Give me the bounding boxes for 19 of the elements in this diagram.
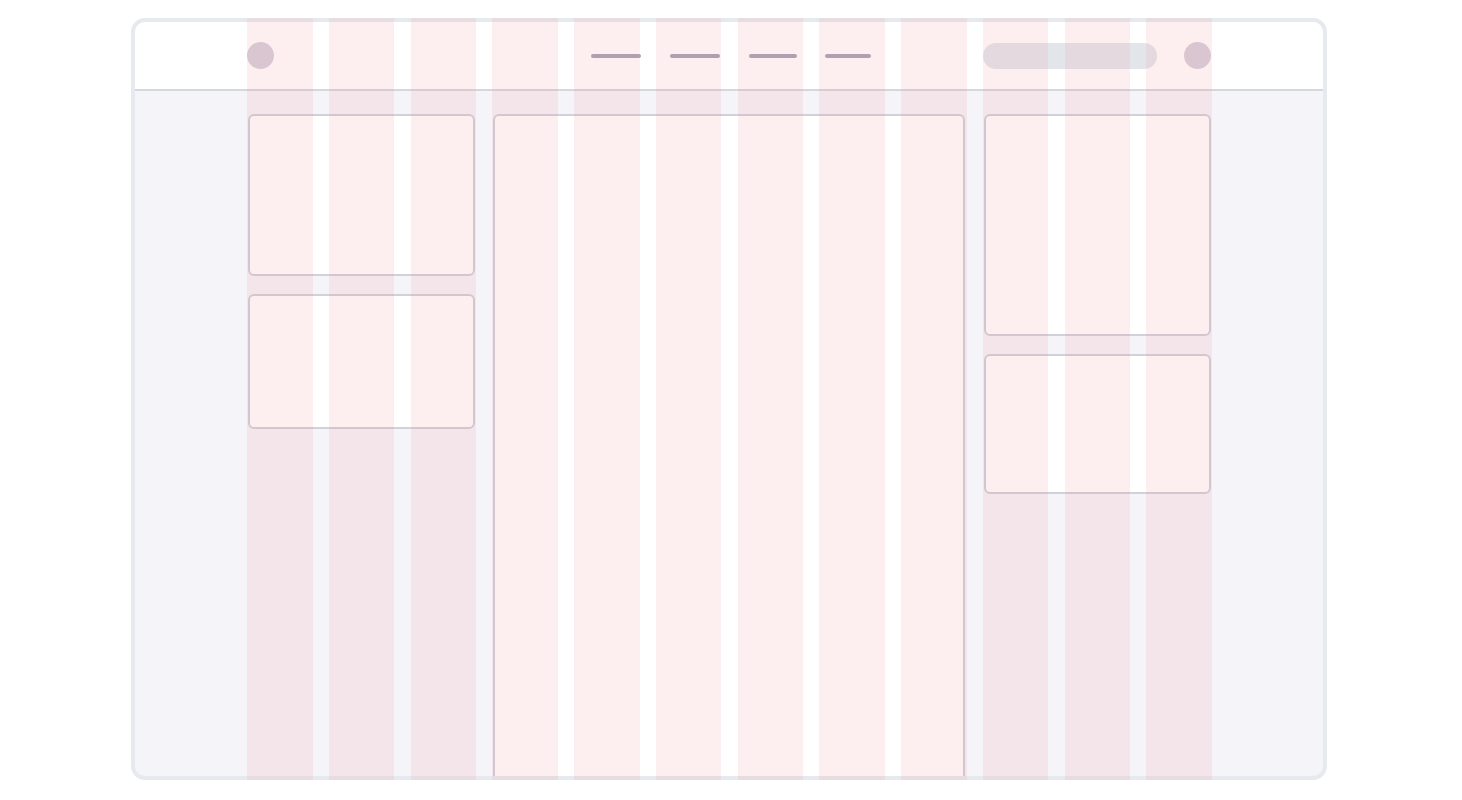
grid-column bbox=[1064, 18, 1130, 780]
grid-column bbox=[328, 18, 395, 780]
grid-column bbox=[574, 18, 640, 780]
sidebar-card bbox=[984, 114, 1211, 336]
grid-column bbox=[982, 18, 1049, 780]
sidebar-card bbox=[248, 294, 475, 429]
grid-column bbox=[737, 18, 803, 780]
grid-column bbox=[410, 18, 476, 780]
browser-window bbox=[131, 18, 1327, 780]
sidebar-card bbox=[984, 354, 1211, 494]
grid-column bbox=[655, 18, 722, 780]
main-content-panel bbox=[493, 114, 965, 776]
header-bar bbox=[135, 22, 1323, 91]
grid-column bbox=[819, 18, 885, 780]
grid-column bbox=[901, 18, 967, 780]
grid-column bbox=[1146, 18, 1212, 780]
sidebar-card bbox=[248, 114, 475, 276]
grid-column bbox=[247, 18, 313, 780]
grid-column bbox=[492, 18, 558, 780]
